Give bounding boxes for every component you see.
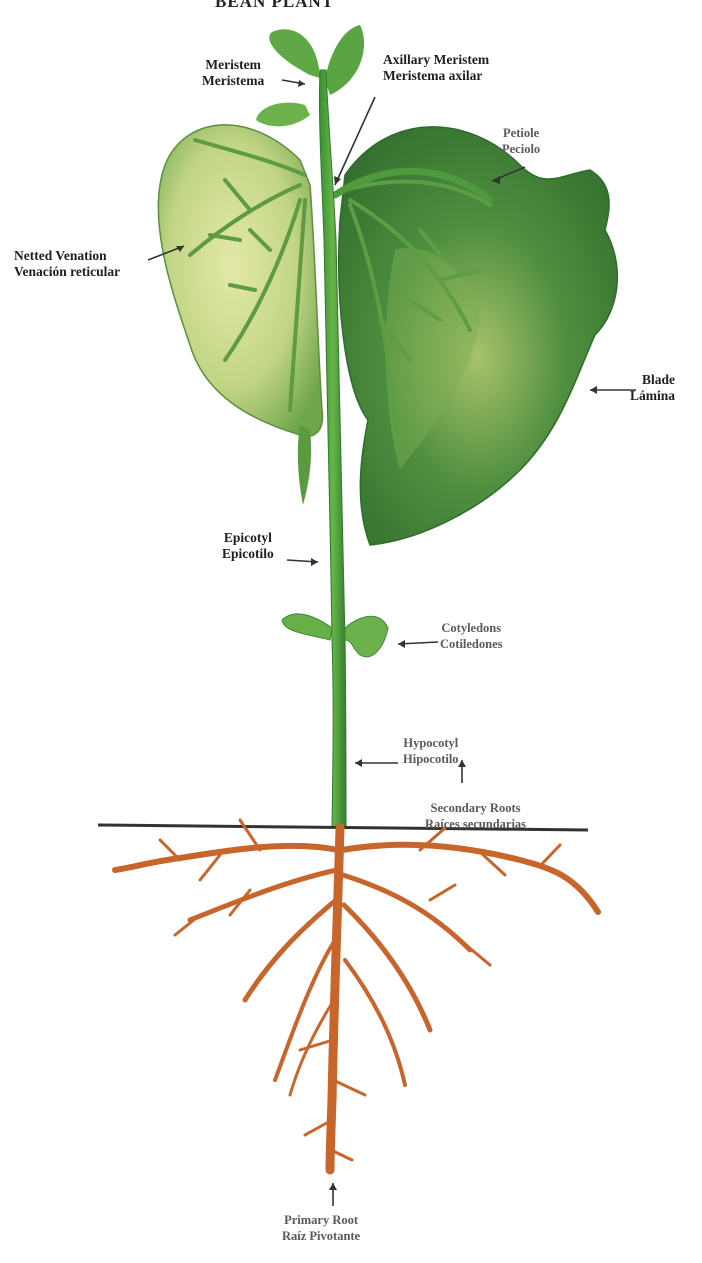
- cotyledon-right: [345, 616, 388, 657]
- label-blade: Blade Lámina: [630, 372, 675, 404]
- label-primary-root: Primary Root Raíz Pivotante: [282, 1212, 360, 1244]
- root-system: [115, 820, 598, 1170]
- label-netted-venation: Netted Venation Venación reticular: [14, 248, 120, 280]
- label-hypocotyl: Hypocotyl Hipocotilo: [403, 735, 459, 767]
- apical-leaf-1: [269, 29, 320, 78]
- main-stem: [319, 70, 346, 828]
- label-petiole: Petiole Peciolo: [502, 125, 540, 157]
- label-epicotyl: Epicotyl Epicotilo: [222, 530, 274, 562]
- label-meristem: Meristem Meristema: [202, 57, 264, 89]
- cotyledon-left: [282, 614, 332, 640]
- label-cotyledons: Cotyledons Cotiledones: [440, 620, 503, 652]
- label-axillary-meristem: Axillary Meristem Meristema axilar: [383, 52, 489, 84]
- left-leaf-tip: [298, 425, 311, 505]
- apical-leaf-3: [256, 103, 310, 127]
- label-secondary-roots: Secondary Roots Raíces secundarias: [425, 800, 526, 832]
- apical-leaf-2: [325, 25, 364, 95]
